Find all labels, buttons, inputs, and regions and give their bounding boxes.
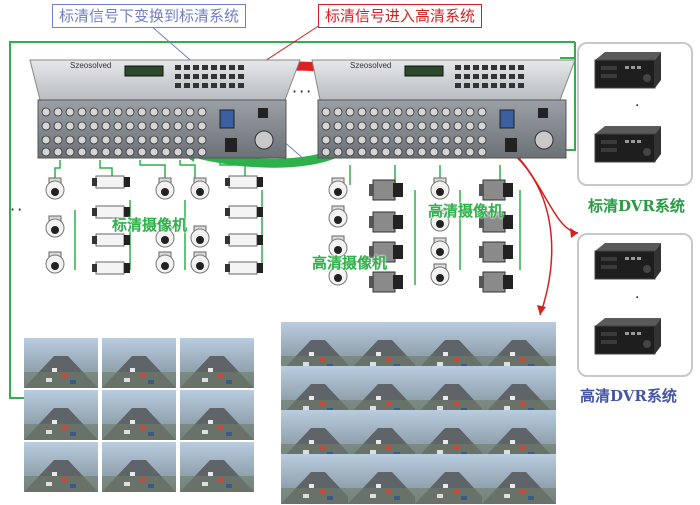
hd-monitor-wall [281,322,556,504]
sd-monitor-wall [24,338,254,492]
